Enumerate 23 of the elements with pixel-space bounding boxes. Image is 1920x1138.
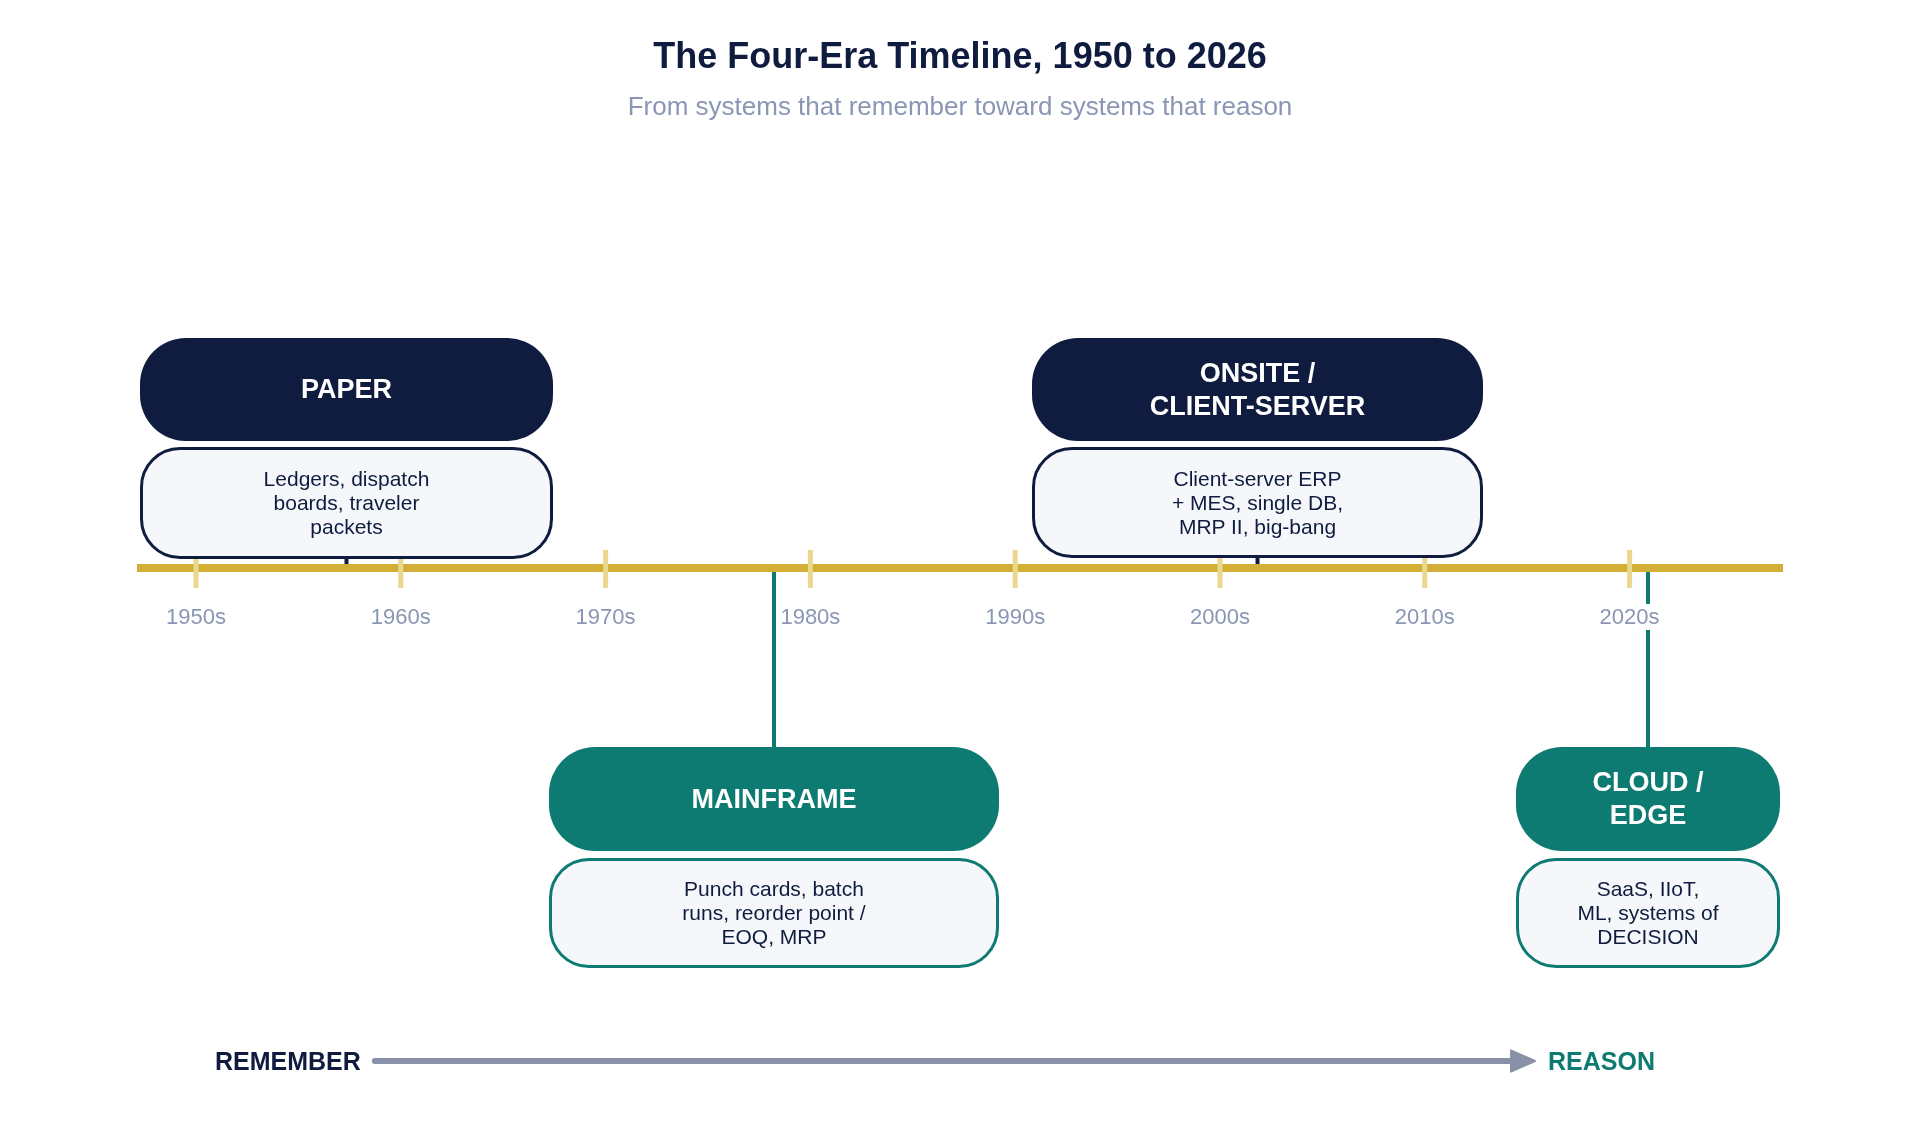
era-description: Punch cards, batch runs, reorder point / EOQ, MRP bbox=[681, 877, 867, 949]
era-description: SaaS, IIoT, ML, systems of DECISION bbox=[1576, 877, 1720, 949]
axis-end-label: REASON bbox=[1548, 1046, 1655, 1076]
connector-line bbox=[1255, 558, 1260, 564]
era-description-box bbox=[140, 447, 553, 559]
decade-label: 2020s bbox=[1599, 604, 1660, 630]
axis-end-label: REMEMBER bbox=[215, 1046, 361, 1076]
era-description-box bbox=[549, 858, 999, 968]
era-description-box bbox=[1516, 858, 1780, 968]
era-name: MAINFRAME bbox=[691, 782, 857, 816]
connector-line bbox=[772, 572, 776, 747]
era-description: Ledgers, dispatch boards, traveler packets bbox=[262, 467, 431, 539]
timeline-bar bbox=[137, 564, 1783, 572]
era-description: Client-server ERP + MES, single DB, MRP II, big-bang bbox=[1171, 466, 1344, 539]
era-name: PAPER bbox=[301, 373, 392, 406]
arrow bbox=[371, 1049, 1536, 1073]
diagram-subtitle: From systems that remember toward systems that reason bbox=[627, 90, 1293, 122]
era-name: ONSITE / CLIENT-SERVER bbox=[1148, 356, 1367, 423]
diagram-title: The Four-Era Timeline, 1950 to 2026 bbox=[653, 34, 1267, 78]
connector-line bbox=[1646, 572, 1650, 747]
connector-line bbox=[344, 559, 349, 564]
era-description-box bbox=[1032, 447, 1483, 558]
era-name: CLOUD / EDGE bbox=[1591, 766, 1705, 832]
